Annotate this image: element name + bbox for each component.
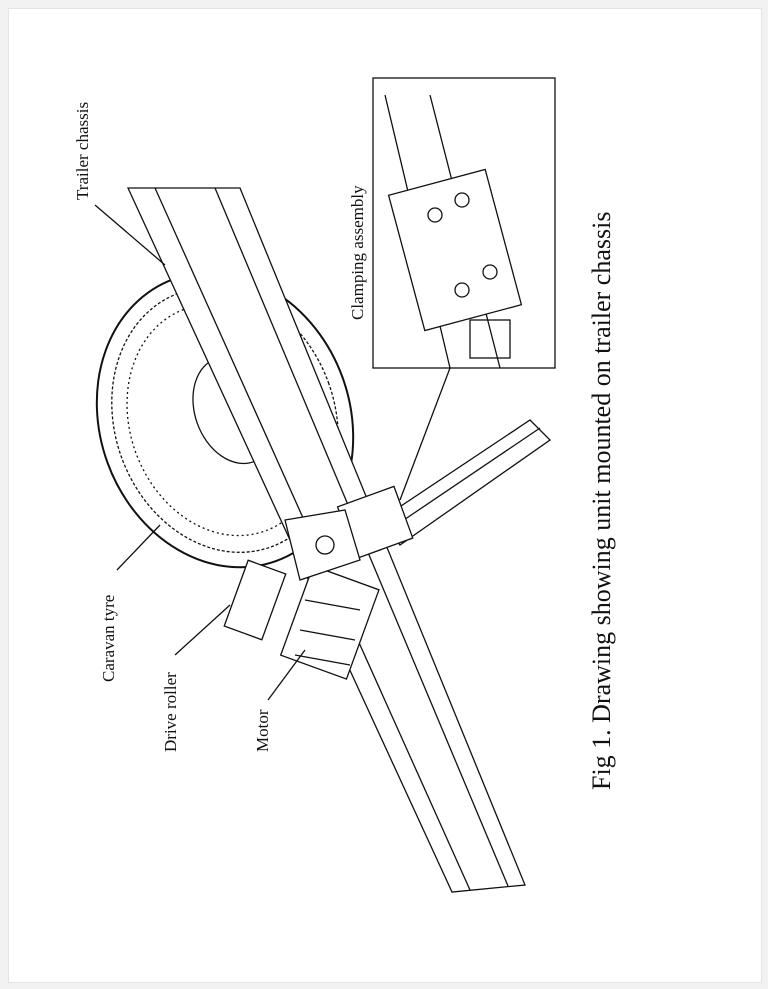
leader-lines [94,204,451,701]
clamping-assembly-inset [372,77,556,369]
label-clamping-assembly: Clamping assembly [348,185,367,320]
label-drive-roller: Drive roller [161,672,180,752]
label-caravan-tyre: Caravan tyre [99,595,118,682]
motor-drawing [279,565,380,680]
drive-roller-drawing [223,559,287,641]
label-trailer-chassis: Trailer chassis [73,102,92,200]
bracket-drawing [284,509,361,581]
label-motor: Motor [253,709,272,752]
figure-caption: Fig 1. Drawing showing unit mounted on t… [587,212,616,790]
